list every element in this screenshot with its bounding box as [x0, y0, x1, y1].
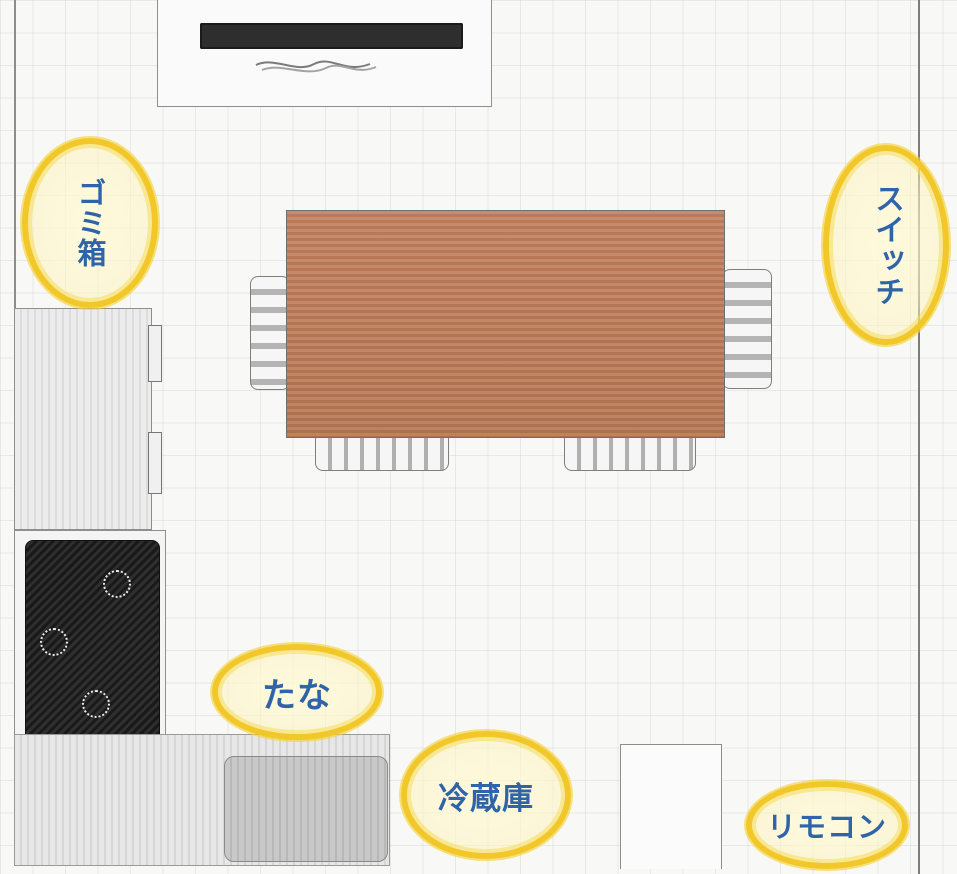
burner — [40, 628, 68, 656]
fridge-text: 冷蔵庫 — [438, 780, 534, 817]
right-wall — [918, 0, 920, 874]
fridge-label: 冷蔵庫 — [401, 731, 571, 859]
chair-right — [722, 269, 772, 389]
remote-text: リモコン — [766, 810, 887, 844]
shelf-text: たな — [262, 675, 332, 716]
remote-label: リモコン — [746, 781, 908, 869]
trash-box-text: ゴミ箱 — [73, 178, 107, 268]
dining-table — [286, 210, 725, 438]
switch-text: スイッチ — [869, 183, 904, 307]
trash-box-label: ゴミ箱 — [22, 138, 158, 308]
switch-label: スイッチ — [823, 145, 949, 345]
fridge-outline — [620, 744, 722, 869]
television — [200, 23, 463, 49]
burner — [82, 690, 110, 718]
chair-left — [250, 276, 290, 390]
tv-cable — [255, 60, 377, 73]
shelf-label: たな — [212, 644, 382, 740]
tv-stand — [157, 0, 492, 107]
cabinet-handle — [148, 432, 162, 494]
burner — [103, 570, 131, 598]
cabinet-handle — [148, 325, 162, 382]
sink — [224, 756, 388, 862]
cabinet — [14, 308, 152, 530]
